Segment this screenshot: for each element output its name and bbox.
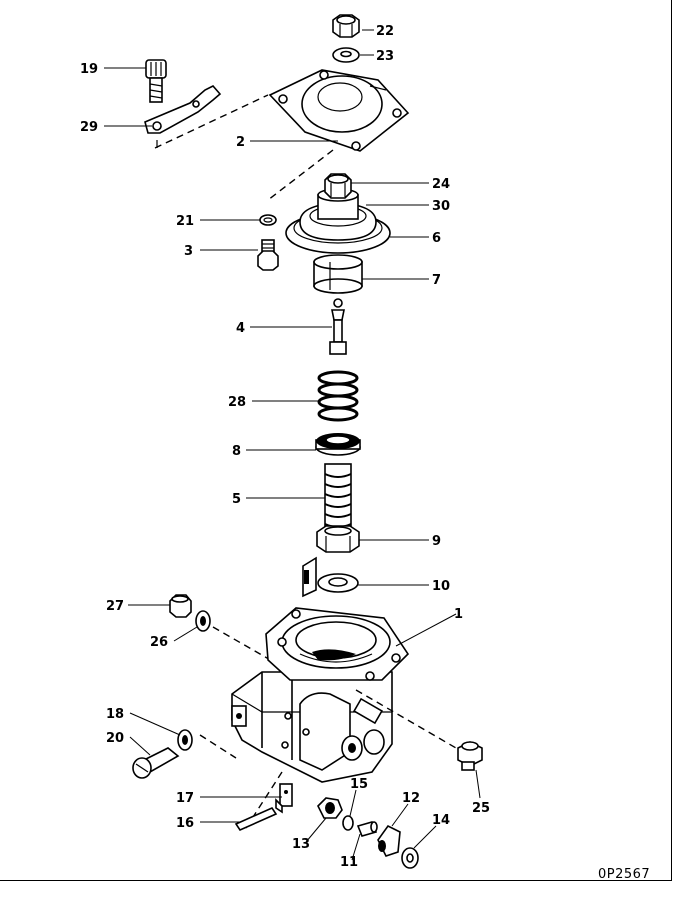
- callout-23: 23: [376, 49, 394, 64]
- part-5-spring: [324, 463, 352, 531]
- part-21-o-ring: [259, 214, 277, 226]
- part-28-spring: [317, 370, 359, 422]
- cover-guide-line: [267, 149, 334, 201]
- part-20-screw: [132, 747, 180, 779]
- part-11-pin: [356, 821, 378, 837]
- callout-26: 26: [150, 635, 168, 650]
- part-3-plug: [257, 239, 279, 271]
- callout-14: 14: [432, 813, 450, 828]
- body-guide-line-left: [199, 734, 237, 759]
- body-guide-line-right: [355, 689, 457, 749]
- part-1-body: [231, 607, 410, 783]
- part-2-cover: [268, 69, 410, 152]
- part-14-washer: [401, 847, 419, 869]
- callout-20: 20: [106, 731, 124, 746]
- callout-13: 13: [292, 837, 310, 852]
- part-22-nut: [332, 14, 360, 38]
- frame-right-border: [671, 0, 672, 880]
- part-18-washer: [177, 729, 193, 751]
- callout-17: 17: [176, 791, 194, 806]
- callout-6: 6: [432, 231, 441, 246]
- part-17-pin: [275, 783, 293, 814]
- bracket-guide-line: [154, 94, 269, 149]
- callout-11: 11: [340, 855, 358, 870]
- callout-1: 1: [454, 607, 463, 622]
- part-7-piston: [313, 254, 363, 294]
- part-13-nut: [317, 797, 343, 819]
- callout-18: 18: [106, 707, 124, 722]
- frame-bottom-border: [0, 880, 672, 881]
- callout-numbers: 22 23 19 29 2 24 30 21 6 3 7 4 28 8 5 9 …: [80, 24, 490, 870]
- callout-7: 7: [432, 273, 441, 288]
- part-9-nut: [316, 525, 360, 553]
- callout-5: 5: [232, 492, 241, 507]
- part-26-washer: [195, 610, 211, 632]
- leader-lines: [104, 29, 481, 861]
- plug-guide-line: [212, 626, 275, 663]
- part-15-o-ring: [342, 815, 354, 831]
- callout-21: 21: [176, 214, 194, 229]
- callout-15: 15: [350, 777, 368, 792]
- part-12-cap: [377, 824, 401, 857]
- callout-28: 28: [228, 395, 246, 410]
- part-29-bracket: [144, 85, 222, 148]
- callout-3: 3: [184, 244, 193, 259]
- callout-22: 22: [376, 24, 394, 39]
- part-24-nut: [324, 173, 352, 199]
- callout-12: 12: [402, 791, 420, 806]
- callout-25: 25: [472, 801, 490, 816]
- part-8-spring-seat: [315, 433, 361, 456]
- part-19-bolt: [145, 59, 167, 103]
- part-25-plug: [457, 741, 483, 771]
- callout-16: 16: [176, 816, 194, 831]
- part-30-plate: [299, 188, 377, 241]
- part-16-pin: [234, 806, 278, 832]
- callout-19: 19: [80, 62, 98, 77]
- callout-2: 2: [236, 135, 245, 150]
- part-23-washer: [332, 47, 360, 63]
- callout-10: 10: [432, 579, 450, 594]
- drawing-code: 0P2567: [598, 867, 650, 882]
- part-27-plug: [169, 594, 192, 618]
- callout-30: 30: [432, 199, 450, 214]
- callout-9: 9: [432, 534, 441, 549]
- part-4-pin: [329, 298, 347, 355]
- callout-4: 4: [236, 321, 245, 336]
- callout-27: 27: [106, 599, 124, 614]
- callout-8: 8: [232, 444, 241, 459]
- part-10-washer: [302, 556, 359, 598]
- callout-24: 24: [432, 177, 450, 192]
- callout-29: 29: [80, 120, 98, 135]
